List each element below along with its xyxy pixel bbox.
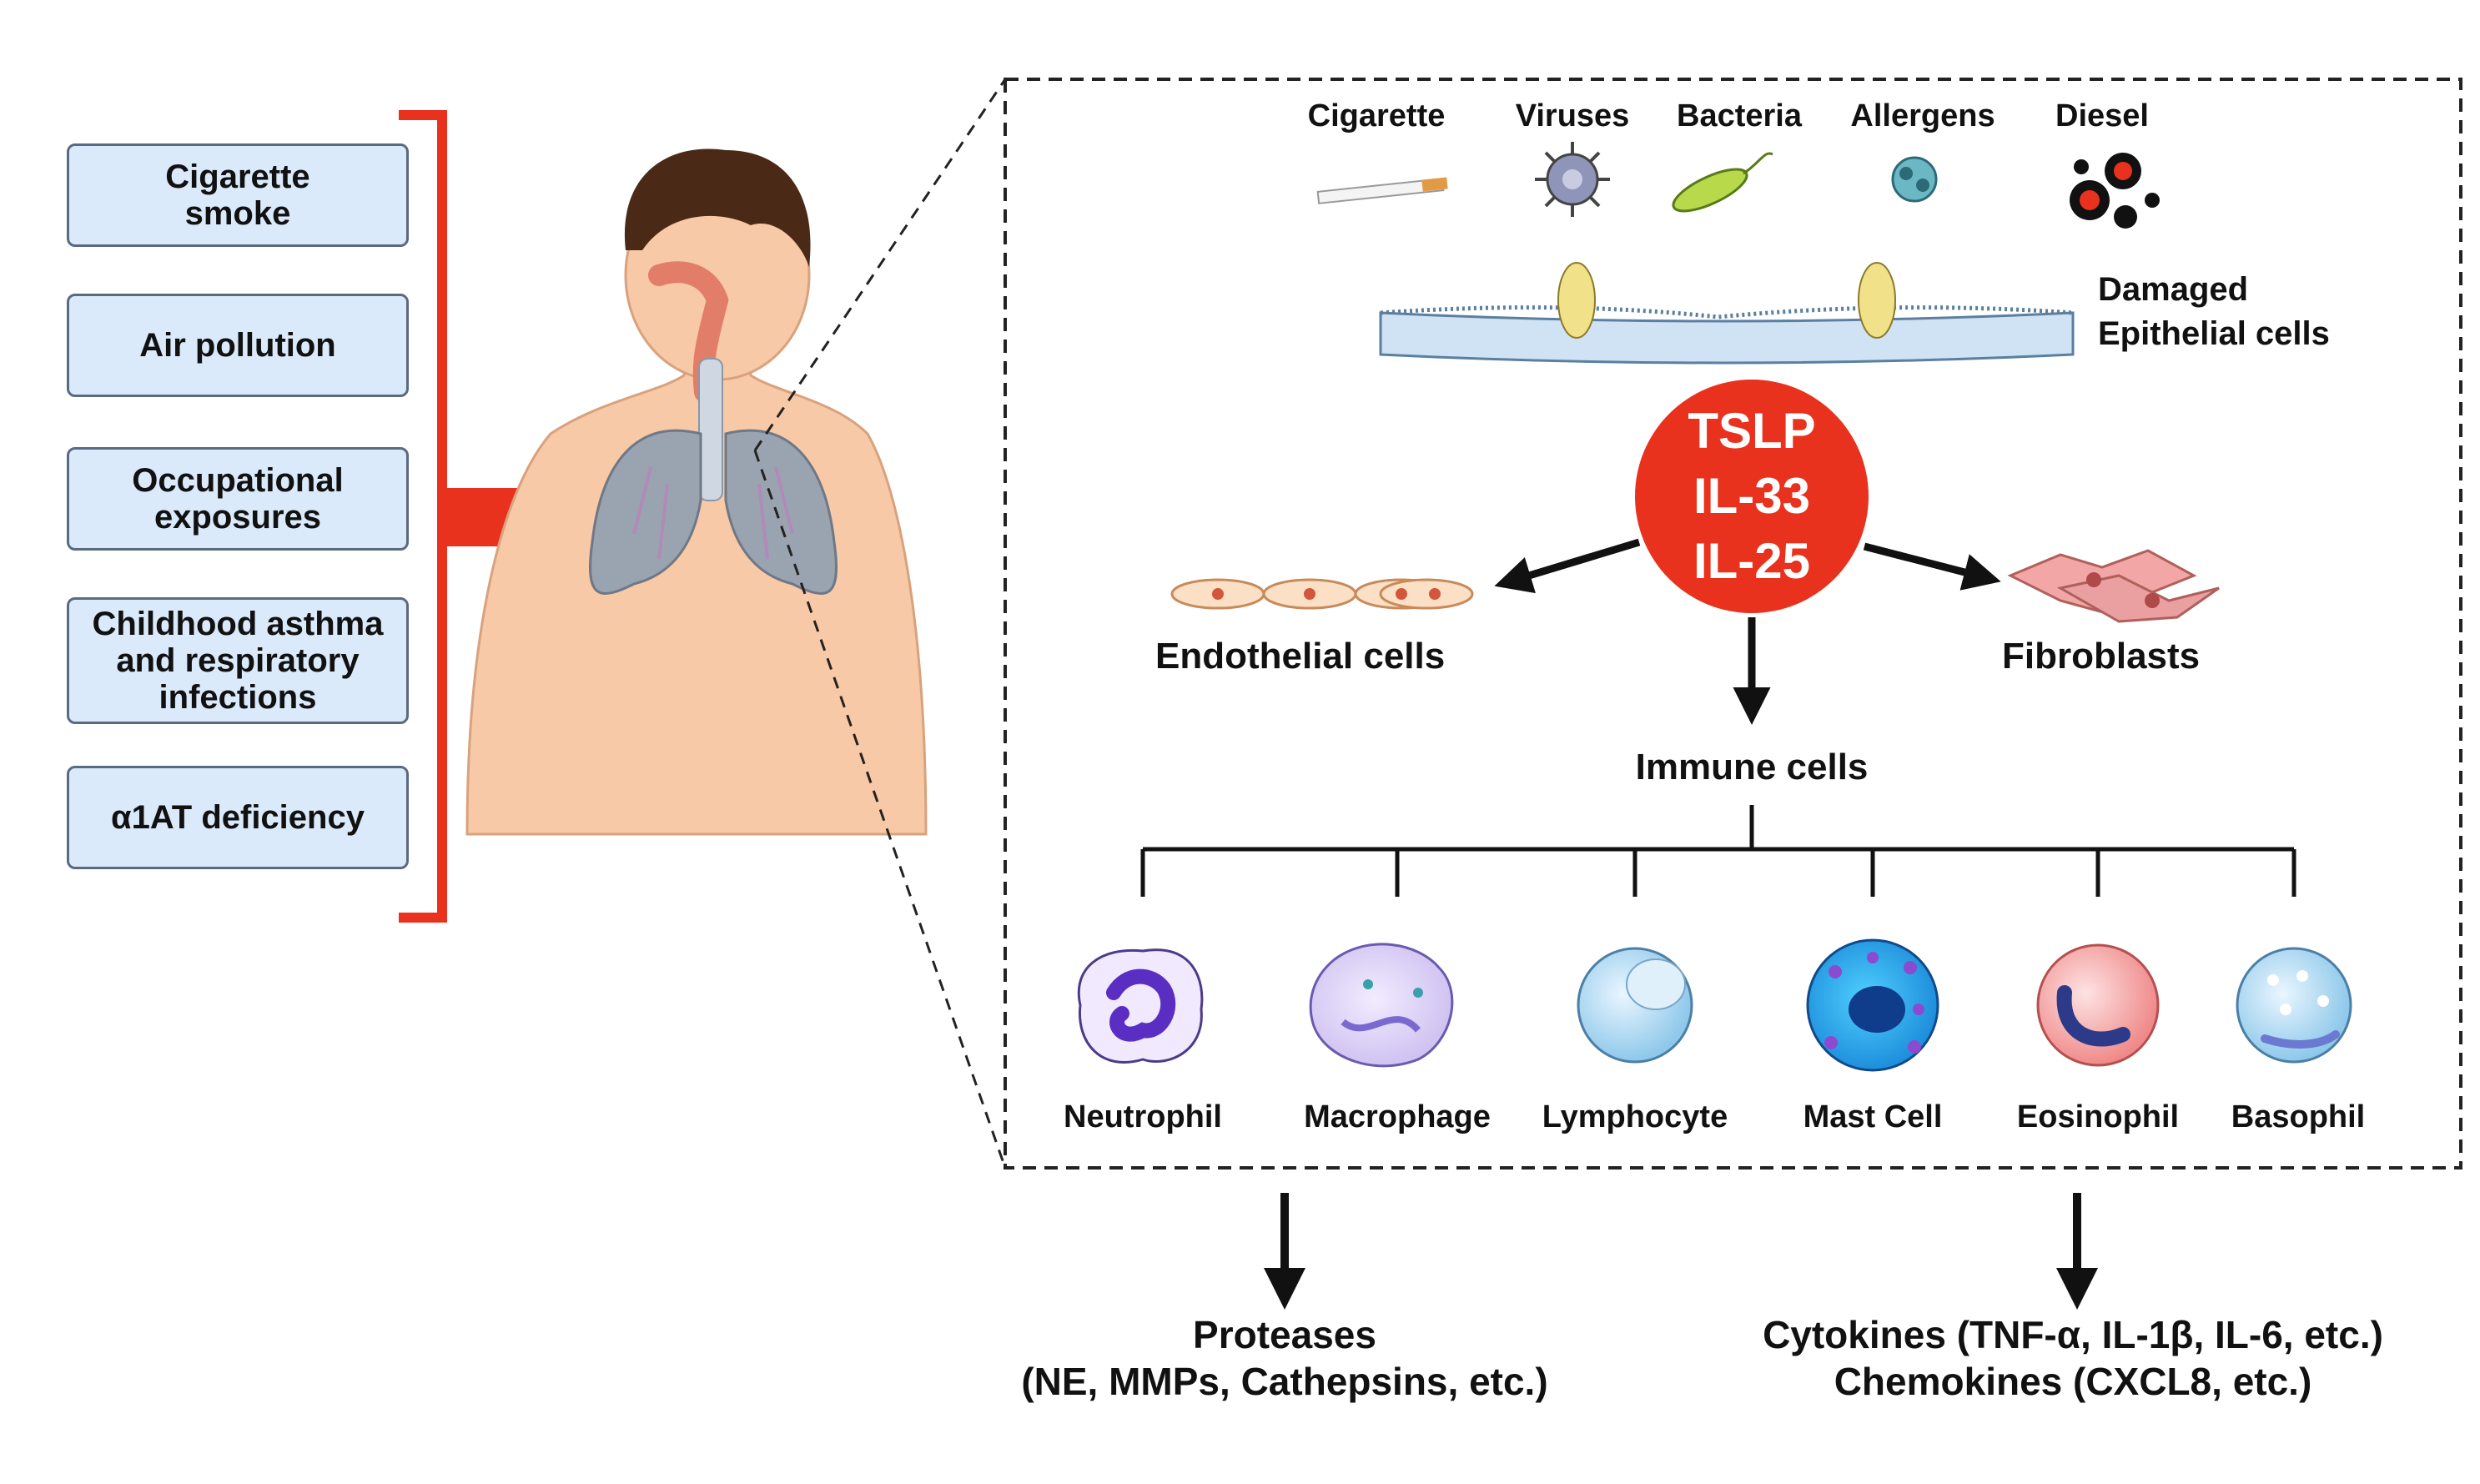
epithelium-label-line1: Damaged	[2098, 271, 2249, 308]
cytokines-output: Cytokines (TNF-α, IL-1β, IL-6, etc.) Che…	[1763, 1313, 2383, 1403]
arrow-to-endothelial	[1494, 538, 1641, 594]
diesel-particles-icon	[2070, 153, 2160, 229]
trigger-label-allergens: Allergens	[1850, 98, 1995, 133]
detail-panel-border	[1004, 78, 2462, 1170]
cell-label-eosinophil: Eosinophil	[2016, 1099, 2180, 1134]
mediator-circle: TSLP IL-33 IL-25	[1635, 380, 1869, 613]
zoom-line-bottom	[753, 450, 1007, 1169]
basophil-icon	[2236, 947, 2352, 1064]
macrophage-icon	[1309, 943, 1454, 1068]
eosinophil-icon	[2036, 943, 2160, 1067]
trigger-label-bacteria: Bacteria	[1677, 98, 1802, 133]
arrow-to-fibroblasts	[1863, 542, 2001, 591]
cell-label-basophil: Basophil	[2231, 1099, 2366, 1134]
risk-factor-a1at-deficiency: α1AT deficiency	[67, 766, 409, 869]
virus-icon	[1535, 142, 1610, 217]
mediator-il-33: IL-33	[1693, 468, 1811, 524]
mediator-il-25: IL-25	[1693, 533, 1811, 589]
endothelial-cells-label: Endothelial cells	[1155, 636, 1446, 677]
mast-cell-icon	[1806, 938, 1939, 1072]
immune-cell-tree	[1140, 805, 2296, 897]
neutrophil-icon	[1077, 948, 1204, 1064]
endothelial-cells-illustration	[1170, 578, 1474, 610]
epithelium-label-line2: Epithelial cells	[2098, 315, 2330, 352]
fibroblasts-illustration	[2007, 549, 2220, 623]
immune-cells-label: Immune cells	[1635, 747, 1869, 787]
allergen-icon	[1891, 156, 1938, 203]
cigarette-icon	[1316, 177, 1448, 204]
cell-label-macrophage: Macrophage	[1304, 1099, 1491, 1134]
trigger-label-viruses: Viruses	[1515, 98, 1630, 133]
cell-label-lymphocyte: Lymphocyte	[1542, 1099, 1728, 1134]
bacteria-icon	[1672, 152, 1773, 213]
risk-factor-air-pollution: Air pollution	[67, 294, 409, 397]
lymphocyte-icon	[1577, 947, 1693, 1064]
trigger-label-cigarette: Cigarette	[1307, 98, 1446, 133]
risk-factor-cigarette-smoke: Cigarette smoke	[67, 143, 409, 247]
damaged-epithelium-illustration	[1379, 262, 2075, 365]
cell-label-mast-cell: Mast Cell	[1803, 1099, 1943, 1134]
cell-label-neutrophil: Neutrophil	[1064, 1099, 1222, 1134]
fibroblasts-label: Fibroblasts	[2002, 636, 2201, 677]
zoom-line-top	[753, 78, 1007, 451]
proteases-output: Proteases (NE, MMPs, Cathepsins, etc.)	[1021, 1313, 1548, 1403]
mediator-tslp: TSLP	[1688, 403, 1816, 459]
risk-factor-childhood-asthma: Childhood asthma and respiratory infecti…	[67, 597, 409, 724]
trigger-label-diesel: Diesel	[2055, 98, 2149, 133]
human-torso-illustration	[465, 148, 928, 836]
risk-factor-occupational-exposures: Occupational exposures	[67, 447, 409, 551]
